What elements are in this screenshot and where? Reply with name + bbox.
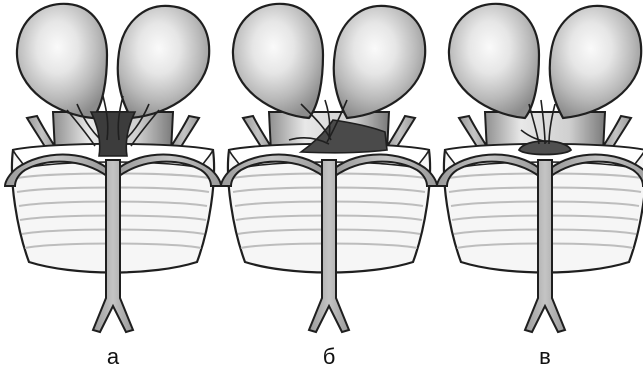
panel-label-b: б xyxy=(309,344,349,370)
panel-label-v: в xyxy=(525,344,565,370)
panel-label-a: а xyxy=(93,344,133,370)
panel-v-diagram xyxy=(437,4,643,332)
panel-b-diagram xyxy=(221,4,437,332)
panel-a-diagram xyxy=(5,4,221,332)
